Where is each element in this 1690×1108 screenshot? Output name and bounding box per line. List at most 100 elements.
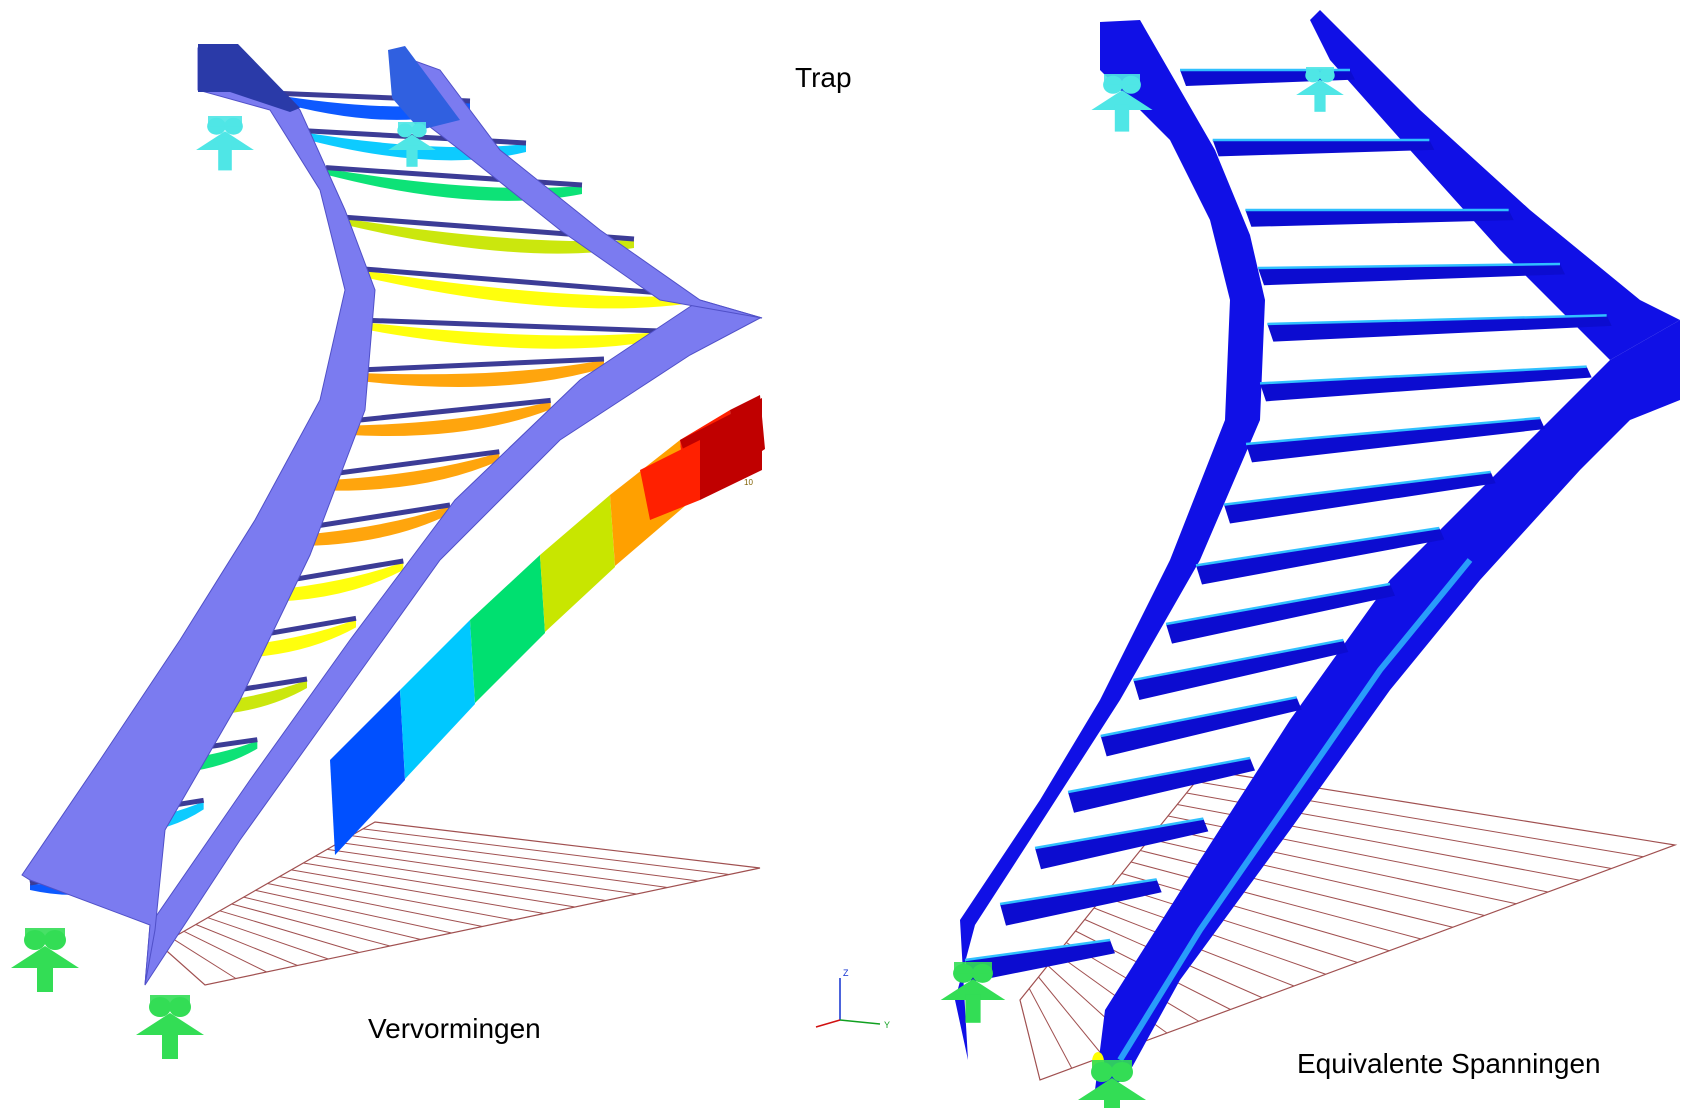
floor-hatch-line: [183, 930, 267, 973]
support-cap: [1104, 74, 1140, 85]
stress-strip: [1117, 558, 1473, 1062]
tread: [965, 940, 1115, 982]
tread: [1000, 879, 1162, 926]
floor-hatch-line: [291, 869, 545, 914]
tread-edge: [335, 356, 605, 374]
tread: [1133, 640, 1349, 700]
support-shaft: [1114, 104, 1130, 132]
support-cap: [954, 962, 992, 974]
floor-hatch-line: [219, 910, 360, 953]
tread-edge: [999, 878, 1157, 906]
tread: [1212, 140, 1435, 157]
deformation-band: [470, 555, 545, 703]
floor-hatch-line: [1028, 988, 1073, 1069]
tread-deformation: [350, 320, 660, 349]
tread-edge: [1223, 470, 1491, 506]
support-arrow-head: [1091, 90, 1153, 110]
support-cap: [150, 995, 190, 1007]
support-arrow-head: [940, 979, 1006, 1000]
support-arrow-head: [136, 1013, 204, 1035]
floor-border: [158, 821, 761, 986]
floor-hatch-line: [267, 883, 483, 927]
floor-hatch-line: [1103, 896, 1326, 975]
deformation-band: [540, 495, 615, 632]
support-icon: [1078, 1060, 1146, 1108]
node-number-label: 10: [744, 478, 753, 487]
support-icon: [196, 116, 254, 171]
x-axis-line: [815, 1019, 841, 1028]
floor-hatch-line: [243, 896, 421, 940]
support-shaft: [965, 994, 981, 1023]
floor-hatch-line: [279, 876, 514, 921]
support-arrow-head: [1078, 1078, 1146, 1100]
tread: [1246, 418, 1545, 463]
tread-edge: [1133, 638, 1344, 682]
support-icon: [940, 962, 1006, 1023]
tread-edge: [1034, 817, 1204, 850]
floor-hatch-line: [351, 835, 699, 882]
floor-hatch-line: [303, 862, 576, 908]
support-icon: [1296, 67, 1344, 112]
support-arrow-head: [196, 131, 254, 150]
support-cap: [398, 122, 426, 131]
inner-stringer: [21, 47, 376, 986]
tread: [1035, 818, 1209, 870]
floor-hatch-line: [231, 903, 391, 947]
floor-hatch-line: [195, 924, 298, 966]
floor-hatch-line: [362, 828, 730, 875]
support-cap: [25, 928, 65, 940]
support-icon: [11, 928, 79, 992]
floor-hatch-line: [339, 842, 668, 888]
tread: [1258, 264, 1565, 286]
floor-hatch-line: [1130, 861, 1422, 940]
floor-hatch-line: [255, 889, 452, 934]
deformation-band: [330, 690, 405, 855]
figure-title: Trap: [795, 62, 852, 93]
floor-hatch-line: [1038, 976, 1104, 1057]
y-axis-label: Y: [884, 1020, 890, 1030]
support-icon: [1091, 74, 1153, 132]
support-shaft: [37, 962, 53, 992]
tread-deformation: [356, 269, 686, 309]
deformation-max-zone: [680, 398, 762, 500]
outer-stringer: [1095, 320, 1680, 1090]
floor-hatch-line: [171, 937, 237, 979]
support-cap: [1306, 67, 1334, 76]
support-shaft: [406, 145, 418, 167]
support-icon: [388, 122, 436, 167]
tread: [1100, 697, 1302, 757]
deformation-high-zone: [640, 440, 700, 520]
stringer-cap: [198, 44, 300, 112]
floor-hatch-line: [1140, 850, 1453, 928]
support-shaft: [1104, 1094, 1120, 1108]
support-arrow-head: [388, 134, 436, 150]
floor-hatch-line: [1112, 884, 1358, 963]
stringer-cap: [388, 46, 460, 130]
floor-hatch-line: [1121, 873, 1390, 952]
support-icon: [136, 995, 204, 1059]
outer-stringer-upper: [1310, 10, 1680, 360]
tread: [1224, 472, 1496, 524]
deformation-band: [400, 620, 475, 779]
tread: [1245, 210, 1514, 227]
tread-edge: [1259, 365, 1587, 385]
tread: [1166, 584, 1395, 644]
z-axis-label: Z: [843, 968, 849, 978]
tread-edge: [1245, 416, 1541, 446]
tread-edge: [349, 317, 661, 334]
tread-deformation: [311, 401, 551, 437]
deformation-view-label: Vervormingen: [368, 1013, 541, 1044]
support-shaft: [1314, 90, 1326, 112]
floor-hatch-line: [315, 855, 606, 901]
tread-edge: [1165, 582, 1391, 626]
tread-edge: [355, 265, 686, 298]
tread-edge: [1100, 696, 1297, 738]
tread-edge: [1195, 526, 1440, 567]
tread-edge: [1267, 314, 1607, 326]
floor-border: [1019, 769, 1678, 1081]
support-shaft: [218, 144, 232, 171]
support-arrow-head: [1296, 79, 1344, 95]
y-axis-line: [839, 1019, 881, 1025]
tread-deformation: [342, 218, 634, 254]
